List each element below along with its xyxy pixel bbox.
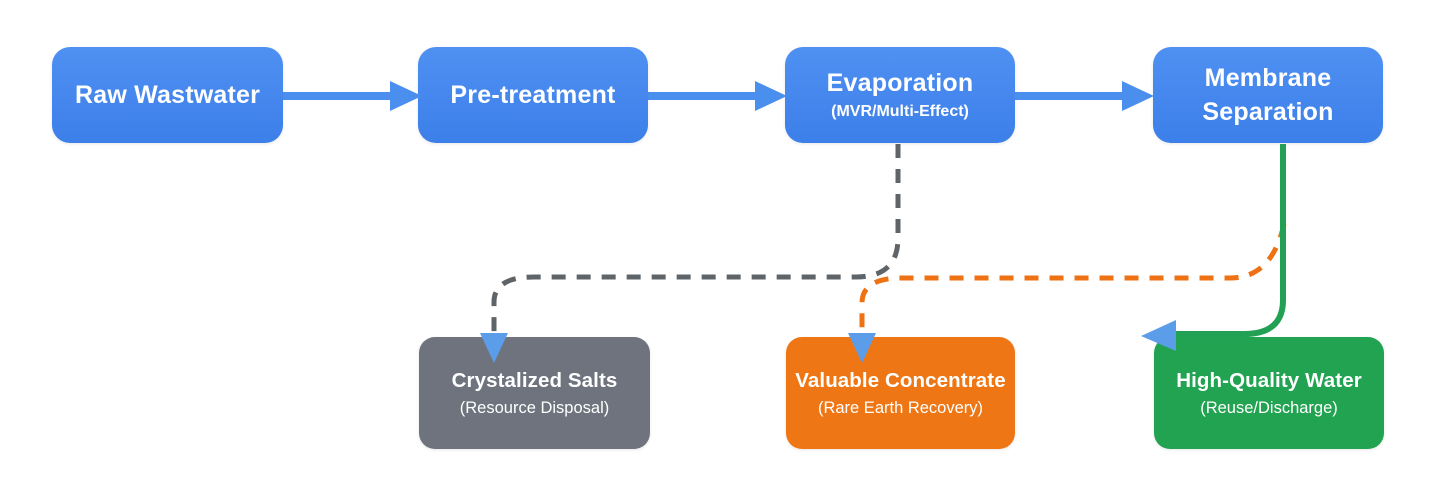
node-subtitle: (MVR/Multi-Effect) <box>831 103 969 120</box>
node-subtitle: (Reuse/Discharge) <box>1200 398 1338 417</box>
node-title: Pre-treatment <box>450 80 616 109</box>
node-subtitle: (Resource Disposal) <box>459 398 610 417</box>
edge-raw-to-pretreatment <box>283 81 422 111</box>
node-title: Evaporation <box>826 69 974 97</box>
node-crystalized-salts: Crystalized Salts (Resource Disposal) <box>419 337 650 449</box>
edge-evaporation-to-salts <box>480 144 901 363</box>
node-title: Membrane Separation <box>1202 64 1334 126</box>
node-title: Valuable Concentrate <box>795 368 1006 392</box>
node-title: High-Quality Water <box>1176 368 1362 392</box>
node-membrane-separation: Membrane Separation <box>1153 47 1383 143</box>
edge-pretreatment-to-evaporation <box>648 81 787 111</box>
node-evaporation: Evaporation (MVR/Multi-Effect) <box>785 47 1015 143</box>
arrow-right-icon <box>1122 81 1154 111</box>
node-raw-wastewater: Raw Wastwater <box>52 47 283 143</box>
node-title: Crystalized Salts <box>451 368 618 392</box>
edge-evaporation-to-membrane <box>1015 81 1154 111</box>
node-pre-treatment: Pre-treatment <box>418 47 648 143</box>
node-title: Raw Wastwater <box>74 80 261 109</box>
node-valuable-concentrate: Valuable Concentrate (Rare Earth Recover… <box>786 337 1015 449</box>
edge-membrane-to-water <box>1141 144 1286 351</box>
arrow-right-icon <box>755 81 787 111</box>
node-subtitle: (Rare Earth Recovery) <box>817 398 984 417</box>
node-high-quality-water: High-Quality Water (Reuse/Discharge) <box>1154 337 1384 449</box>
